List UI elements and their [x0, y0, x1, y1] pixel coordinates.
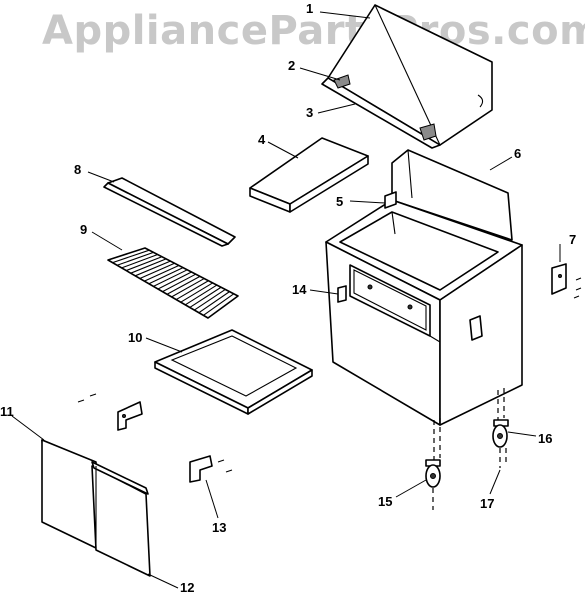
- rack-wire: [153, 269, 188, 287]
- callout-5: 5: [336, 194, 343, 209]
- rack-wire: [184, 284, 218, 306]
- rack-wire: [148, 267, 184, 285]
- rack-wire: [112, 249, 150, 264]
- rack-wire: [116, 251, 154, 266]
- rack-wire: [180, 282, 213, 303]
- rack-wire: [121, 254, 158, 269]
- callout-17: 17: [480, 496, 494, 511]
- callout-10: 10: [128, 330, 142, 345]
- rack-wire: [162, 273, 196, 293]
- part-wire-rack: [107, 247, 239, 319]
- part-cabinet: [325, 149, 523, 426]
- callout-2: 2: [288, 58, 295, 73]
- callout-12: 12: [180, 580, 194, 595]
- rack-wire: [171, 278, 205, 298]
- part-rear-rail: [103, 177, 236, 247]
- callout-3: 3: [306, 105, 313, 120]
- callout-14: 14: [292, 282, 307, 297]
- part-cover-board: [249, 137, 369, 213]
- part-casters: [425, 388, 509, 510]
- callout-labels: 1 2 3 4 5 6 7 8 9 10 11 12 13 14 15 16 1…: [0, 1, 576, 595]
- rack-wire: [144, 264, 180, 282]
- callout-11: 11: [0, 404, 14, 419]
- part-hinge-right: [189, 455, 233, 483]
- caster-front: [425, 459, 441, 488]
- callout-6: 6: [514, 146, 521, 161]
- callout-15: 15: [378, 494, 392, 509]
- part-doors: [41, 439, 151, 577]
- callout-8: 8: [74, 162, 81, 177]
- rack-wire: [189, 286, 222, 308]
- part-shelf-tray: [154, 329, 313, 415]
- rack-wire: [125, 256, 163, 272]
- part-small-bracket: [384, 191, 397, 209]
- rack-wire: [175, 280, 209, 301]
- rack-wire: [198, 291, 230, 314]
- callout-13: 13: [212, 520, 226, 535]
- callout-1: 1: [306, 1, 313, 16]
- rack-wire: [157, 271, 192, 290]
- callout-16: 16: [538, 431, 552, 446]
- rack-wire: [166, 275, 201, 295]
- callout-7: 7: [569, 232, 576, 247]
- callout-9: 9: [80, 222, 87, 237]
- part-hinge-left: [77, 393, 143, 431]
- callout-4: 4: [258, 132, 266, 147]
- part-side-bracket: [551, 263, 582, 299]
- rack-wire: [203, 293, 235, 316]
- part-hood: [321, 4, 493, 149]
- rack-wire: [139, 262, 175, 279]
- rack-wire: [135, 260, 171, 277]
- rack-wire: [130, 258, 167, 274]
- leader-lines: [11, 11, 561, 589]
- rack-wire: [194, 288, 226, 311]
- caster-rear: [492, 419, 509, 448]
- watermark-logo: AppliancePartsPros.com: [42, 8, 585, 54]
